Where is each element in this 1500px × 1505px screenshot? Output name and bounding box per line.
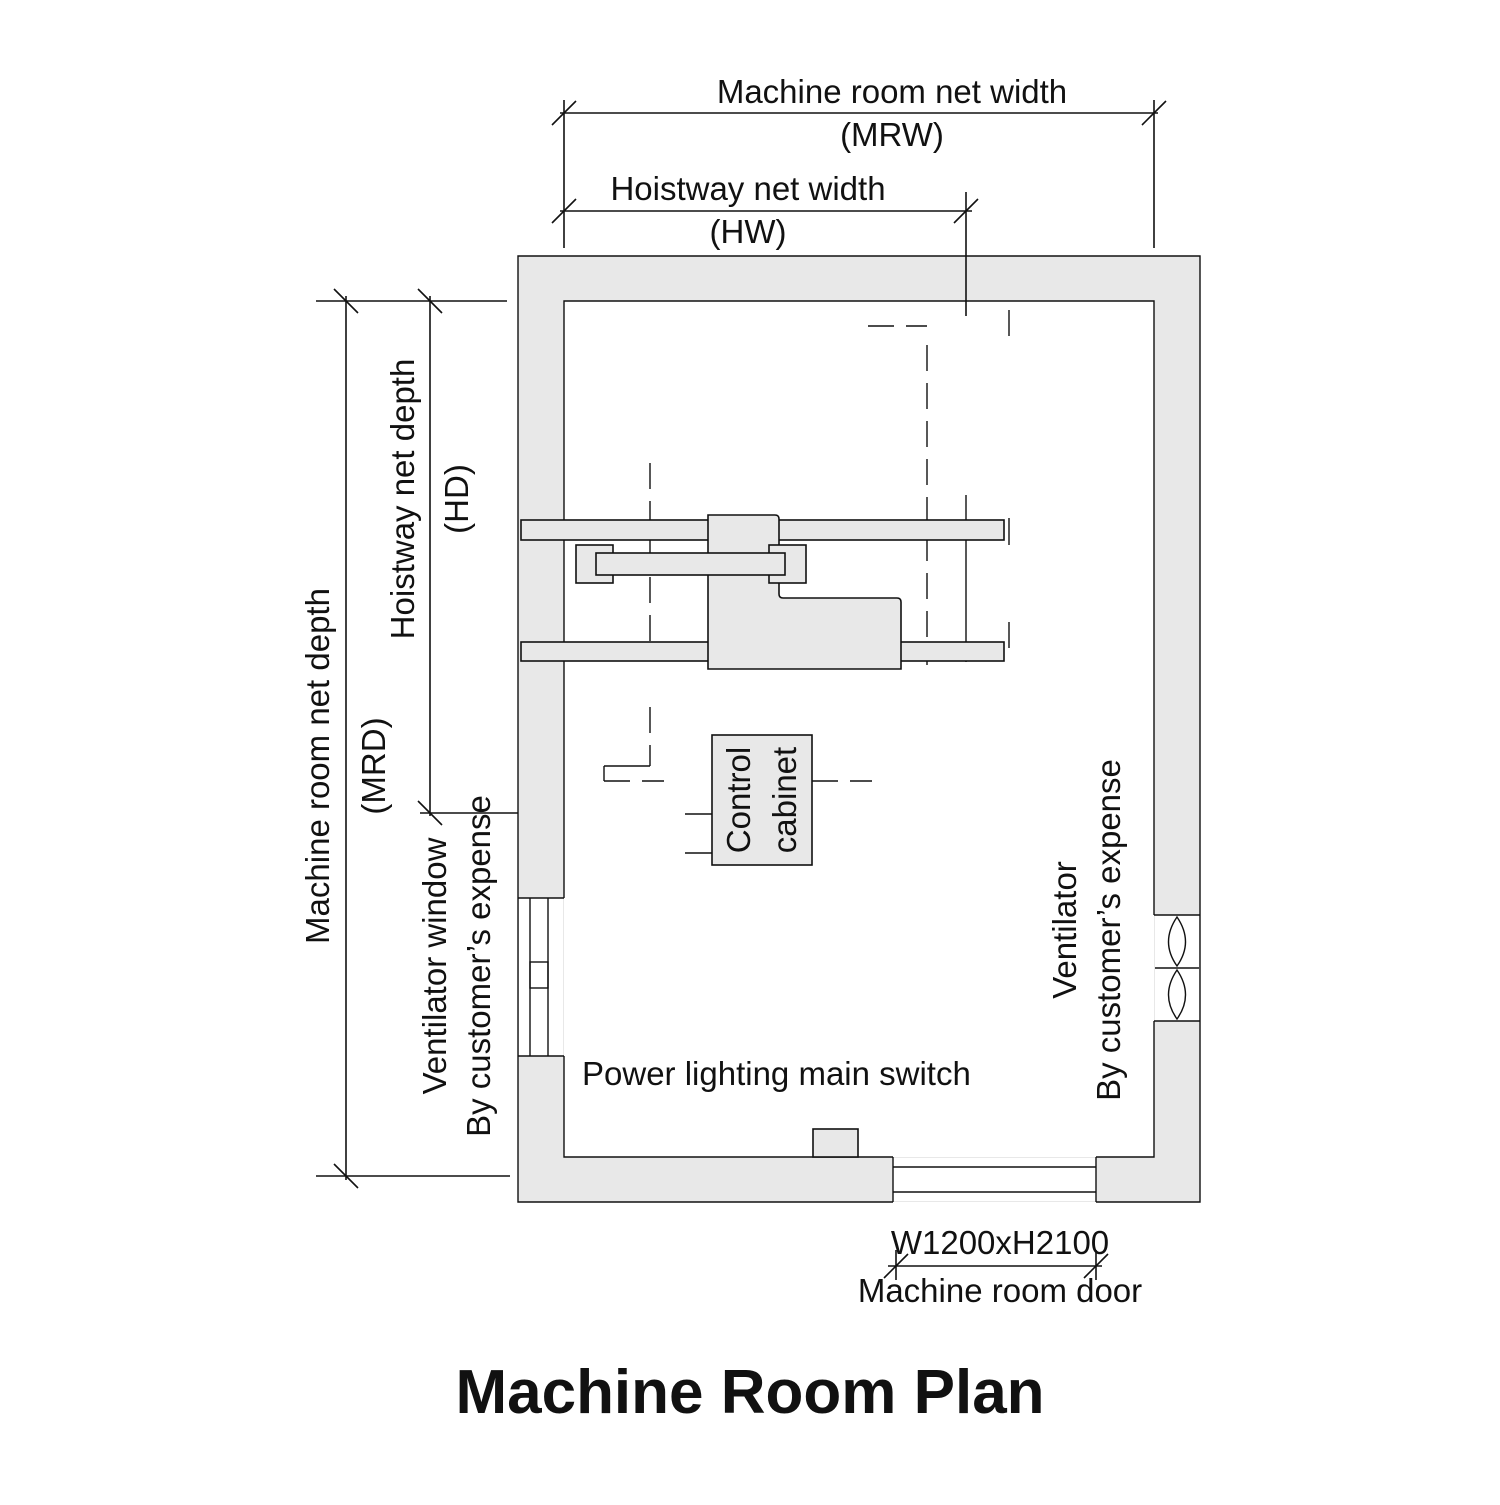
- power-switch-box: [812, 1128, 859, 1158]
- hoist-machine-assembly: [520, 310, 1010, 670]
- ventilator-label: Ventilator: [1046, 861, 1083, 999]
- rope-hole-mark: [603, 707, 664, 782]
- outer-wall-outline: [517, 255, 1201, 1203]
- hw-dimension-line: [551, 192, 979, 316]
- machine-room-door-symbol: [893, 1166, 1096, 1193]
- mrd-label: Machine room net depth: [299, 588, 336, 944]
- door-size-label: W1200xH2100: [891, 1224, 1109, 1261]
- ventilator-fan-symbol: [1155, 915, 1199, 1021]
- power-switch-label: Power lighting main switch: [582, 1055, 971, 1092]
- hd-abbr: (HD): [438, 464, 475, 534]
- control-cabinet-box: [711, 734, 813, 866]
- hd-dimension-line: [417, 288, 518, 826]
- inner-wall-outline: [563, 300, 1155, 1158]
- mrw-abbr: (MRW): [840, 116, 944, 153]
- control-cabinet-label-1: Control: [720, 747, 757, 853]
- hd-label: Hoistway net depth: [384, 359, 421, 640]
- page-title: Machine Room Plan: [455, 1358, 1044, 1427]
- ventilator-expense-label: By customer’s expense: [1090, 759, 1127, 1101]
- ventilator-window-label: Ventilator window: [416, 837, 453, 1094]
- mrd-abbr: (MRD): [355, 717, 392, 814]
- hw-label: Hoistway net width: [610, 170, 885, 207]
- control-cabinet-label-2: cabinet: [766, 747, 803, 853]
- ventilator-window-symbol: [529, 898, 549, 1056]
- door-label: Machine room door: [858, 1272, 1142, 1309]
- ventilator-window-expense-label: By customer’s expense: [460, 795, 497, 1137]
- mrw-dimension-line: [551, 100, 1167, 248]
- machine-shaft: [595, 552, 786, 576]
- hw-abbr: (HW): [710, 213, 787, 250]
- control-cabinet: Control cabinet: [685, 734, 872, 866]
- window-opening: [519, 898, 563, 1056]
- mrd-dimension-line: [316, 288, 510, 1189]
- mrw-label: Machine room net width: [717, 73, 1067, 110]
- door-opening: [893, 1158, 1096, 1201]
- door-dimension-line: [883, 1250, 1109, 1280]
